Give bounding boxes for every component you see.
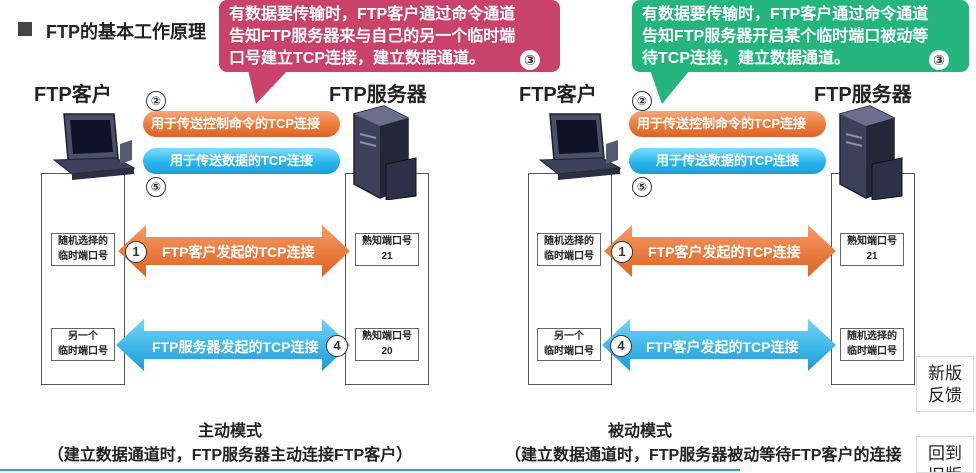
active-callout-line-3: 口号建立TCP连接，建立数据通道。 <box>229 50 486 67</box>
passive-callout: 有数据要传输时，FTP客户通过命令通道 告知FTP服务器开启某个临时端口被动等 … <box>632 0 969 72</box>
active-conn2-label: FTP服务器发起的TCP连接 <box>152 339 319 355</box>
port-text: 21 <box>381 251 393 262</box>
feedback-button[interactable]: 新版 反馈 <box>916 356 974 412</box>
active-control-pipe: 用于传送控制命令的TCP连接 <box>143 111 340 137</box>
port-text: 临时端口号 <box>544 251 594 262</box>
active-server-label: FTP服务器 <box>329 84 427 106</box>
passive-control-pipe: 用于传送控制命令的TCP连接 <box>629 111 826 137</box>
port-text: 20 <box>381 346 393 357</box>
active-step-conn2: 4 <box>326 335 348 357</box>
active-client-conn-arrow <box>118 225 350 277</box>
port-text: 21 <box>866 251 878 262</box>
port-text: 另一个 <box>554 331 584 342</box>
active-callout-line-1: 有数据要传输时，FTP客户通过命令通道 <box>229 6 516 23</box>
active-server-conn-arrow <box>116 319 350 371</box>
server-tower-icon <box>353 105 417 200</box>
client-computer-icon <box>538 113 622 180</box>
passive-step-data: ⑤ <box>632 177 652 197</box>
port-text: 另一个 <box>68 331 98 342</box>
passive-data-pipe: 用于传送数据的TCP连接 <box>629 148 826 174</box>
passive-conn2-label: FTP客户发起的TCP连接 <box>646 339 799 355</box>
active-client-port-1: 随机选择的 临时端口号 <box>51 233 115 266</box>
port-text: 临时端口号 <box>58 346 108 357</box>
passive-step-conn2: 4 <box>610 335 632 357</box>
port-text: 熟知端口号 <box>847 236 897 247</box>
passive-callout-line-2: 告知FTP服务器开启某个临时端口被动等 <box>642 28 929 45</box>
port-text: 临时端口号 <box>847 346 897 357</box>
passive-callout-line-1: 有数据要传输时，FTP客户通过命令通道 <box>642 6 929 23</box>
server-tower-icon <box>839 105 903 200</box>
active-client-port-2: 另一个 临时端口号 <box>51 328 115 361</box>
passive-callout-line-3: 待TCP连接，建立数据通道。 <box>642 50 851 67</box>
back-to-old-version-button[interactable]: 回到 旧版 <box>916 436 974 473</box>
active-client-label: FTP客户 <box>34 84 112 106</box>
active-callout-step: ③ <box>520 50 540 70</box>
passive-client-port-1: 随机选择的 临时端口号 <box>537 233 601 266</box>
port-text: 熟知端口号 <box>362 236 412 247</box>
back-label: 回到 <box>928 444 962 463</box>
back-label: 旧版 <box>917 465 973 472</box>
client-computer-icon <box>52 113 136 180</box>
active-callout: 有数据要传输时，FTP客户通过命令通道 告知FTP服务器来与自己的另一个临时端 … <box>219 0 560 72</box>
passive-caption-sub: （建立数据通道时，FTP服务器被动等待FTP客户的连接 <box>505 447 902 464</box>
passive-server-port-2: 随机选择的 临时端口号 <box>840 328 904 361</box>
passive-server-label: FTP服务器 <box>814 84 912 106</box>
port-text: 随机选择的 <box>544 236 594 247</box>
active-callout-pointer <box>248 70 288 104</box>
passive-caption-title: 被动模式 <box>607 423 672 440</box>
page-title: FTP的基本工作原理 <box>46 22 206 42</box>
title-bullet <box>18 22 32 36</box>
active-data-pipe: 用于传送数据的TCP连接 <box>143 148 340 174</box>
active-step-data: ⑤ <box>146 177 166 197</box>
active-server-port-1: 熟知端口号 21 <box>355 233 419 266</box>
port-text: 临时端口号 <box>58 251 108 262</box>
active-conn1-label: FTP客户发起的TCP连接 <box>162 244 315 260</box>
feedback-label: 反馈 <box>928 386 962 405</box>
active-caption-sub: （建立数据通道时，FTP服务器主动连接FTP客户） <box>47 447 413 464</box>
passive-step-ctrl: ② <box>632 91 652 111</box>
passive-callout-pointer <box>650 70 690 104</box>
active-step-ctrl: ② <box>146 91 166 111</box>
active-server-port-2: 熟知端口号 20 <box>355 328 419 361</box>
port-text: 随机选择的 <box>58 236 108 247</box>
passive-client-port-2: 另一个 临时端口号 <box>537 328 601 361</box>
passive-callout-step: ③ <box>929 50 949 70</box>
passive-client-conn-arrow <box>604 225 836 277</box>
active-step-conn1: 1 <box>125 241 147 263</box>
active-callout-line-2: 告知FTP服务器来与自己的另一个临时端 <box>229 28 516 45</box>
feedback-label: 新版 <box>928 364 962 383</box>
port-text: 熟知端口号 <box>362 331 412 342</box>
passive-step-conn1: 1 <box>611 241 633 263</box>
passive-server-port-1: 熟知端口号 21 <box>840 233 904 266</box>
progress-line <box>0 469 740 471</box>
passive-conn1-label: FTP客户发起的TCP连接 <box>648 244 801 260</box>
passive-client-data-conn-arrow <box>602 319 836 371</box>
port-text: 临时端口号 <box>544 346 594 357</box>
port-text: 随机选择的 <box>847 331 897 342</box>
active-caption-title: 主动模式 <box>197 423 262 440</box>
passive-client-label: FTP客户 <box>519 84 597 106</box>
